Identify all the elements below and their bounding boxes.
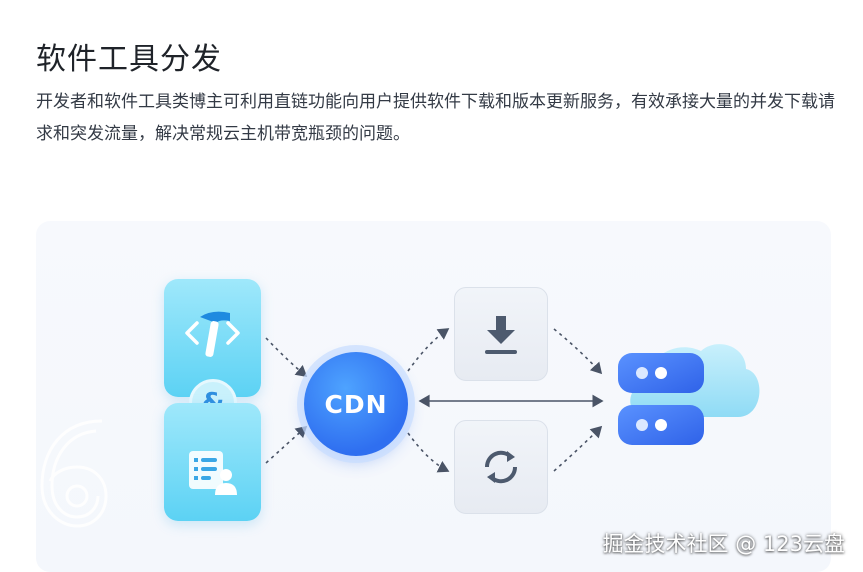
document-user-icon — [189, 451, 237, 495]
faint-logo-icon — [40, 419, 108, 528]
connector-blogger-cdn — [265, 425, 308, 464]
download-box — [454, 287, 548, 381]
watermark-text: 掘金技术社区 @ 123云盘 — [602, 532, 845, 556]
code-hammer-icon — [185, 311, 240, 357]
connector-cdn-sync — [407, 432, 450, 473]
connector-cdn-download — [407, 328, 450, 372]
developer-card — [164, 279, 261, 397]
page-title: 软件工具分发 — [36, 42, 222, 77]
refresh-icon — [484, 450, 518, 484]
connector-sync-server — [553, 425, 603, 472]
diagram-panel: & CDN — [36, 221, 831, 572]
cdn-node: CDN — [304, 352, 408, 456]
connector-download-server — [553, 328, 603, 375]
update-box — [454, 420, 548, 514]
diagram-connectors — [265, 328, 604, 473]
blogger-card — [164, 403, 261, 521]
download-icon — [485, 316, 517, 354]
connector-developer-cdn — [265, 337, 308, 378]
page-description: 开发者和软件工具类博主可利用直链功能向用户提供软件下载和版本更新服务，有效承接大… — [36, 92, 835, 144]
cloud-server-icon — [618, 344, 760, 445]
